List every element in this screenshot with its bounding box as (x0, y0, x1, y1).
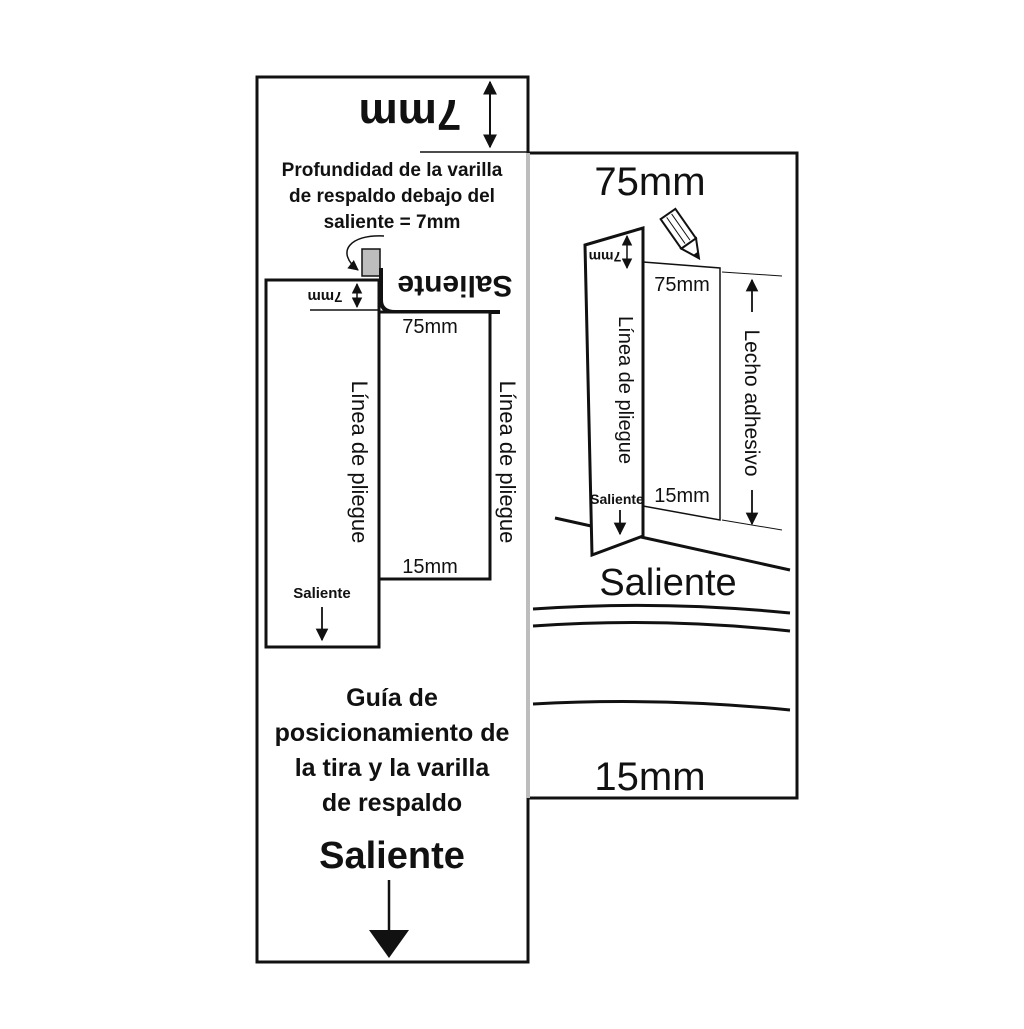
left-strip-15mm-label: 15mm (402, 556, 458, 578)
adhesive-bed-top-reference (721, 271, 783, 277)
right-strip-7mm-label: 7mm (589, 249, 622, 265)
right-edge-curve-3 (532, 700, 791, 712)
right-top-75mm-label: 75mm (594, 160, 705, 204)
right-edge-curve-2 (532, 620, 791, 633)
left-strip-7mm-label: 7mm (307, 288, 342, 305)
depth-note-line-2: de respaldo debajo del (289, 186, 495, 207)
left-strip-folded-part (264, 278, 381, 649)
right-strip-adhesive-part (642, 261, 721, 521)
left-saliente-flipped-label: Saliente (397, 269, 512, 302)
left-outer-fold-line-label: Línea de pliegue (495, 381, 520, 544)
left-strip-saliente-label: Saliente (293, 585, 351, 602)
guide-title-line-3: la tira y la varilla (295, 754, 491, 782)
right-edge-curve-1 (532, 603, 791, 615)
depth-note-pointer (346, 235, 385, 271)
depth-note-line-3: saliente = 7mm (324, 212, 461, 233)
left-bottom-saliente-label: Saliente (319, 835, 465, 877)
right-strip-saliente-label: Saliente (590, 491, 644, 507)
right-bottom-15mm-label: 15mm (594, 755, 705, 799)
right-saliente-label: Saliente (599, 562, 736, 604)
right-strip-75mm-label: 75mm (654, 274, 710, 296)
left-top-7mm-label: 7mm (359, 90, 462, 139)
right-strip-15mm-label: 15mm (654, 485, 710, 507)
left-strip-75mm-label: 75mm (402, 316, 458, 338)
left-strip-fold-line-label: Línea de pliegue (347, 381, 372, 544)
guide-title-line-4: de respaldo (322, 789, 462, 817)
left-bottom-down-arrow (369, 880, 409, 958)
right-strip-folded-part (583, 225, 645, 558)
depth-note-line-1: Profundidad de la varilla (282, 160, 503, 181)
guide-title-line-2: posicionamiento de (275, 719, 510, 747)
left-strip-adhesive-part (377, 310, 492, 581)
backing-rod (361, 248, 381, 277)
right-strip-fold-line-label: Línea de pliegue (614, 316, 636, 464)
guide-title-line-1: Guía de (346, 684, 438, 712)
pencil-icon (659, 207, 701, 261)
adhesive-bed-label: Lecho adhesivo (740, 329, 763, 476)
